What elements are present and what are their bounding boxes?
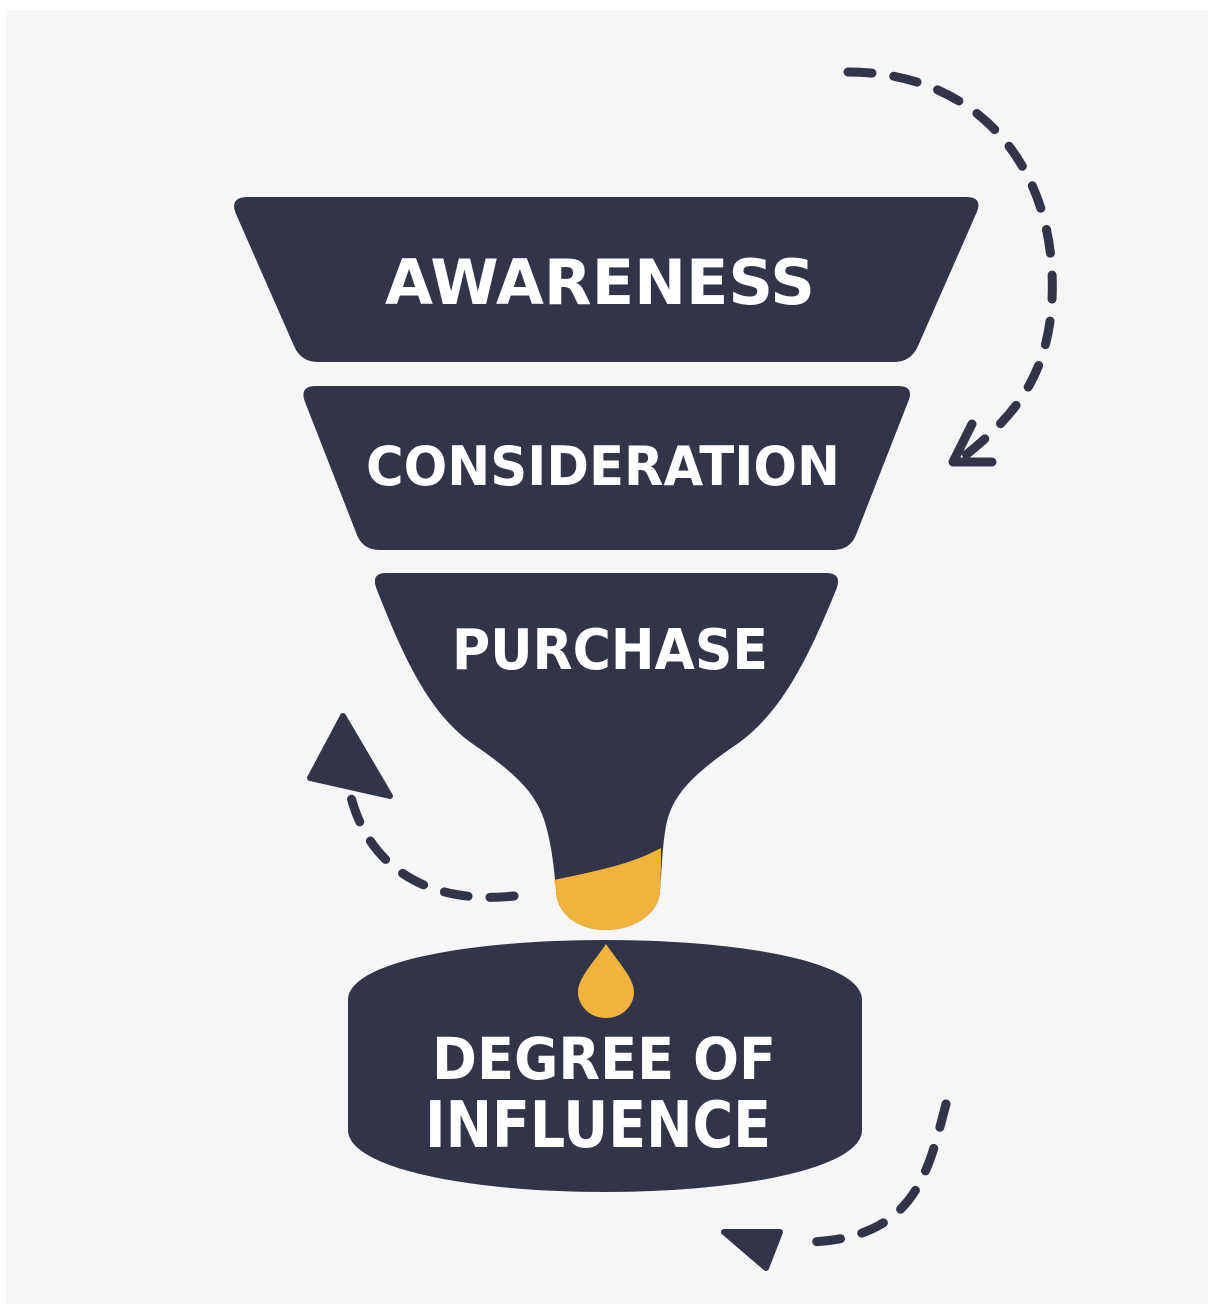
outcome-label-line1: DEGREE OF [432,1025,776,1093]
arrowhead-left-icon [307,713,393,799]
stage-label-purchase: PURCHASE [452,618,768,683]
stage-label-consideration: CONSIDERATION [366,435,840,498]
spout-liquid [554,848,661,930]
dashed-arrow-left [340,755,519,902]
dashed-arrow-top-right [843,67,1057,463]
funnel-stage-consideration [303,386,911,550]
stage-label-awareness: AWARENESS [385,246,815,319]
arrowhead-top-right-icon [948,419,997,467]
outcome-label-line2: INFLUENCE [425,1089,771,1163]
dashed-arrow-bottom-right [805,1099,951,1247]
outcome-cylinder [348,940,862,1192]
arrowhead-bottom-right-icon [721,1229,783,1271]
funnel-stage-awareness [234,197,979,362]
funnel-stage-purchase [374,573,839,930]
droplet-icon [578,944,634,1018]
